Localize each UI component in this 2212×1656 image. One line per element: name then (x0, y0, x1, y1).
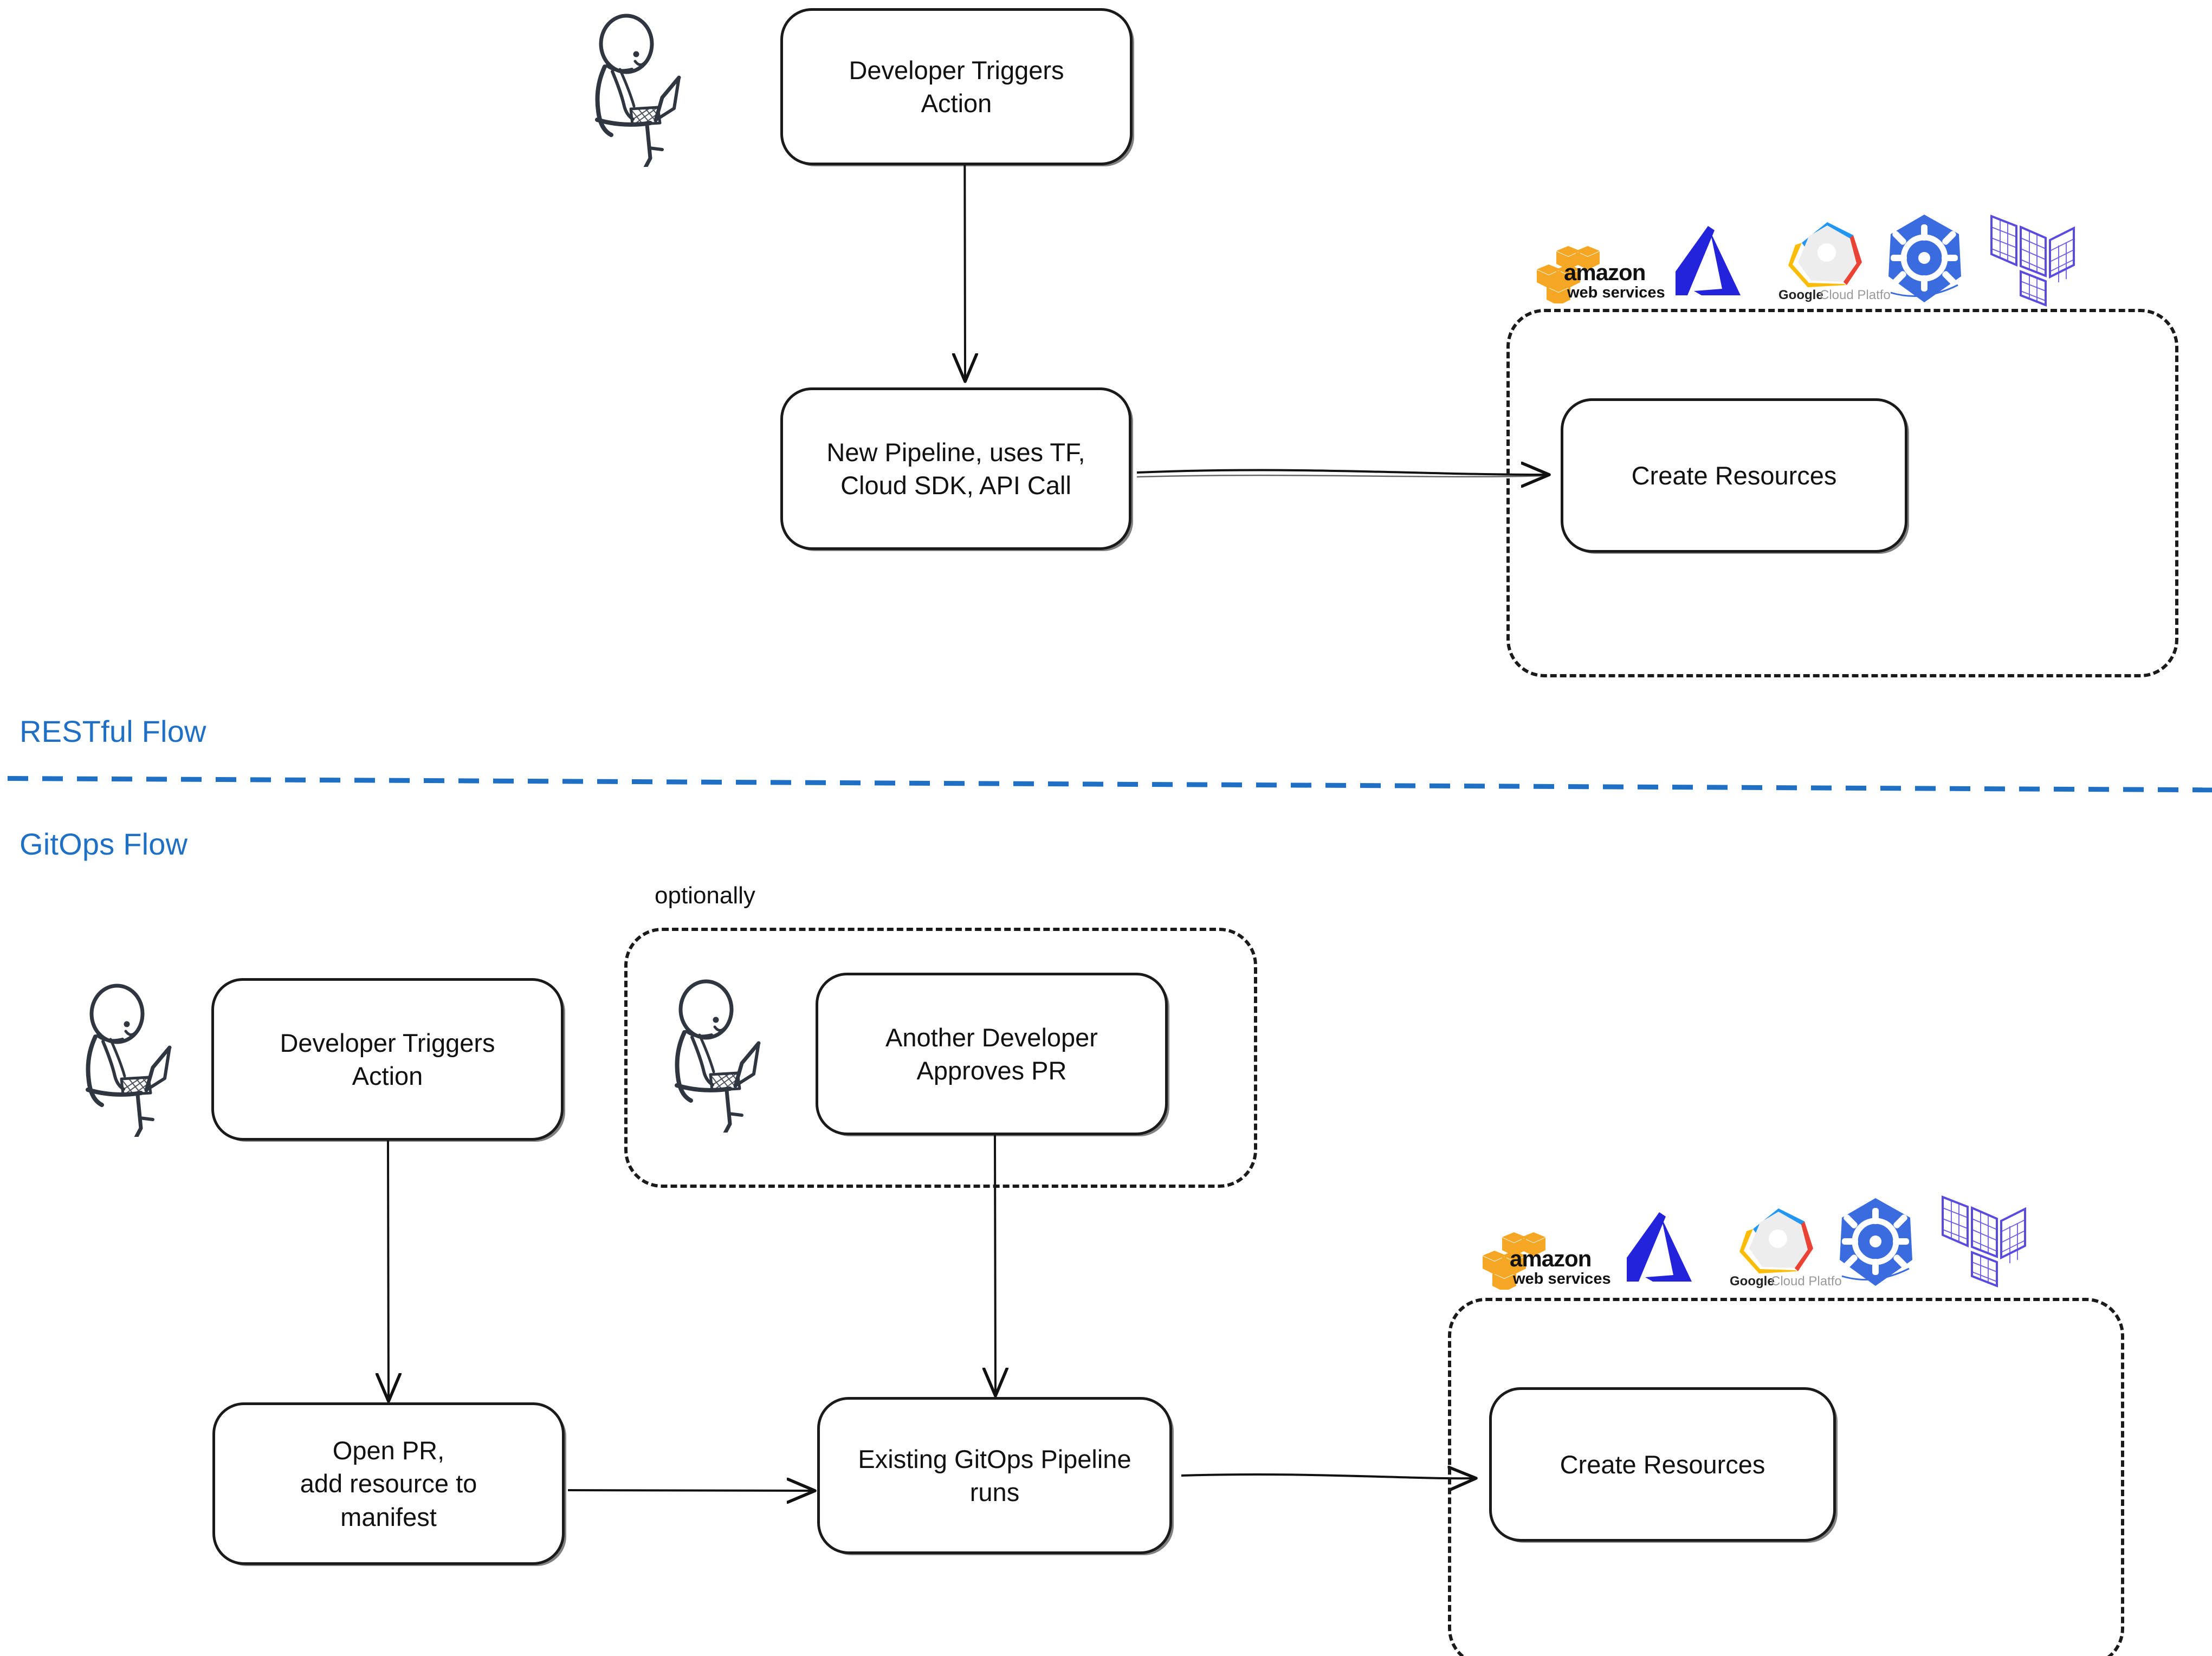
laptop-keyboard (120, 1076, 152, 1096)
figure-body (595, 64, 613, 137)
section-title-restful: RESTful Flow (20, 714, 206, 748)
gcp-logo: Google Cloud Platform (1729, 1203, 1842, 1298)
node-create-resources-restful[interactable]: Create Resources (1561, 398, 1907, 553)
node-another-developer-approves-pr[interactable]: Another Developer Approves PR (816, 973, 1168, 1135)
node-label: Open PR, add resource to manifest (300, 1436, 477, 1531)
edge-openpr-to-pipeline (567, 1490, 813, 1491)
figure-head (89, 984, 145, 1044)
node-label: Developer Triggers Action (849, 55, 1064, 118)
aws-wordmark-line2: web services (1567, 284, 1665, 301)
figure-smile (124, 1030, 137, 1036)
kubernetes-logo (1829, 1195, 1924, 1295)
terraform-logo (1932, 1189, 2027, 1290)
figure-eye (633, 51, 639, 57)
figure-smile (633, 60, 646, 66)
edge-pipeline-to-create (1136, 470, 1547, 475)
gcp-logo: Google Cloud Platform (1777, 217, 1891, 312)
node-developer-triggers-action-gitops[interactable]: Developer Triggers Action (211, 978, 564, 1141)
node-label: Developer Triggers Action (280, 1028, 495, 1090)
azure-logo (1674, 219, 1761, 306)
figure-leg (639, 122, 652, 177)
node-create-resources-gitops[interactable]: Create Resources (1489, 1387, 1836, 1542)
edge-pipeline-to-create-2 (1181, 1474, 1474, 1478)
node-label: Create Resources (1631, 461, 1837, 490)
figure-eye (713, 1017, 719, 1023)
developer-with-laptop-figure-gitops (69, 974, 183, 1147)
edge-gitops-dev-to-openpr (388, 1140, 389, 1399)
aws-logo: amazon web services (1534, 241, 1680, 303)
gcp-wordmark-line1: Google (1730, 1274, 1775, 1289)
terraform-logo (1981, 209, 2075, 309)
figure-head (678, 979, 734, 1040)
node-existing-gitops-pipeline[interactable]: Existing GitOps Pipeline runs (817, 1397, 1172, 1554)
node-open-pr[interactable]: Open PR, add resource to manifest (212, 1402, 565, 1565)
aws-logo: amazon web services (1479, 1227, 1626, 1290)
laptop-keyboard (709, 1071, 741, 1092)
azure-logo (1626, 1206, 1712, 1292)
figure-eye (124, 1021, 130, 1027)
optionally-group (624, 928, 1257, 1188)
node-new-pipeline-restful[interactable]: New Pipeline, uses TF, Cloud SDK, API Ca… (780, 387, 1131, 550)
figure-head (599, 14, 654, 74)
laptop-keyboard (629, 106, 662, 126)
node-label: Another Developer Approves PR (885, 1023, 1098, 1085)
section-divider (7, 776, 2212, 793)
figure-leg (719, 1088, 732, 1142)
kubernetes-logo (1878, 211, 1972, 312)
gcp-wordmark-line2: Cloud Platform (1771, 1274, 1842, 1289)
figure-smile (713, 1025, 726, 1032)
node-label: Existing GitOps Pipeline runs (858, 1444, 1131, 1506)
aws-wordmark-line2: web services (1512, 1270, 1611, 1288)
section-title-gitops: GitOps Flow (20, 827, 188, 861)
figure-body (675, 1030, 693, 1103)
aws-wordmark-line1: amazon (1564, 260, 1645, 285)
gcp-wordmark-line1: Google (1778, 288, 1823, 302)
another-developer-with-laptop-figure (658, 970, 772, 1142)
node-label: Create Resources (1560, 1450, 1765, 1479)
node-developer-triggers-action-restful[interactable]: Developer Triggers Action (780, 8, 1133, 165)
cloud-provider-group-gitops (1448, 1298, 2124, 1656)
cloud-provider-group-restful (1506, 309, 2178, 677)
aws-wordmark-line1: amazon (1510, 1246, 1591, 1271)
node-label: New Pipeline, uses TF, Cloud SDK, API Ca… (826, 437, 1085, 500)
gcp-wordmark-line2: Cloud Platform (1820, 288, 1891, 302)
optionally-caption: optionally (655, 882, 755, 909)
figure-body (86, 1034, 104, 1107)
developer-with-laptop-figure-top (579, 4, 693, 177)
figure-leg (130, 1092, 143, 1147)
